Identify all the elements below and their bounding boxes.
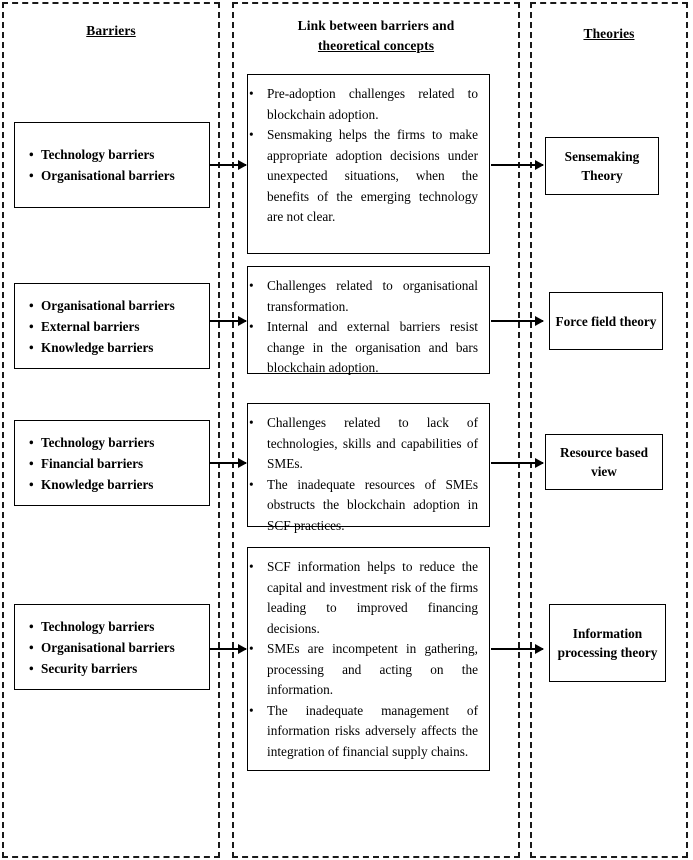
barrier-box-4: Technology barriers Organisational barri… <box>14 604 210 690</box>
arrow-barriers-to-link-2 <box>210 316 247 325</box>
theory-label: Resource based view <box>559 445 649 479</box>
theory-label: Force field theory <box>555 313 657 329</box>
link-point: The inadequate resources of SMEs obstruc… <box>258 475 478 537</box>
barrier-item: Security barriers <box>29 658 199 679</box>
barrier-item: Organisational barriers <box>29 637 199 658</box>
arrow-barriers-to-link-1 <box>210 160 247 169</box>
link-point: Challenges related to lack of technologi… <box>258 413 478 475</box>
link-box-2: Challenges related to organisational tra… <box>247 266 490 375</box>
link-point: Sensmaking helps the firms to make appro… <box>258 125 478 228</box>
link-box-1: Pre-adoption challenges related to block… <box>247 74 490 254</box>
barrier-box-1: Technology barriers Organisational barri… <box>14 122 210 208</box>
link-box-4: SCF information helps to reduce the capi… <box>247 547 490 771</box>
link-point: SCF information helps to reduce the capi… <box>258 557 478 639</box>
theory-box-1: Sensemaking Theory <box>545 137 659 195</box>
theory-box-4: Information processing theory <box>549 604 666 682</box>
link-point: Pre-adoption challenges related to block… <box>258 84 478 125</box>
arrow-link-to-theory-1 <box>491 160 544 169</box>
theory-label: Information processing theory <box>557 626 658 660</box>
column-heading-link: Link between barriers and theoretical co… <box>234 16 518 56</box>
column-heading-theories: Theories <box>532 24 686 44</box>
link-heading-line2: theoretical concepts <box>317 38 435 53</box>
link-heading-line1: Link between barriers and <box>297 18 455 33</box>
barrier-item: Financial barriers <box>29 453 199 474</box>
link-box-3: Challenges related to lack of technologi… <box>247 403 490 533</box>
arrow-link-to-theory-4 <box>491 644 544 653</box>
theory-label: Sensemaking Theory <box>564 149 640 183</box>
barriers-heading-text: Barriers <box>86 23 136 38</box>
barrier-item: External barriers <box>29 316 199 337</box>
link-point: Challenges related to organisational tra… <box>258 276 478 317</box>
barrier-item: Technology barriers <box>29 144 199 165</box>
barrier-box-3: Technology barriers Financial barriers K… <box>14 420 210 506</box>
link-point: Internal and external barriers resist ch… <box>258 317 478 379</box>
link-point: The inadequate management of information… <box>258 701 478 763</box>
barrier-item: Organisational barriers <box>29 165 199 186</box>
arrow-link-to-theory-2 <box>491 316 544 325</box>
column-theories: Theories <box>530 2 688 858</box>
theories-heading-text: Theories <box>583 26 635 41</box>
theory-box-3: Resource based view <box>545 434 663 490</box>
barrier-item: Organisational barriers <box>29 295 199 316</box>
link-point: SMEs are incompetent in gathering, proce… <box>258 639 478 701</box>
barrier-box-2: Organisational barriers External barrier… <box>14 283 210 369</box>
column-heading-barriers: Barriers <box>4 21 218 41</box>
barrier-item: Technology barriers <box>29 616 199 637</box>
arrow-link-to-theory-3 <box>491 458 544 467</box>
arrow-barriers-to-link-4 <box>210 644 247 653</box>
barrier-item: Knowledge barriers <box>29 474 199 495</box>
barrier-item: Knowledge barriers <box>29 337 199 358</box>
arrow-barriers-to-link-3 <box>210 458 247 467</box>
theory-box-2: Force field theory <box>549 292 663 350</box>
barrier-item: Technology barriers <box>29 432 199 453</box>
